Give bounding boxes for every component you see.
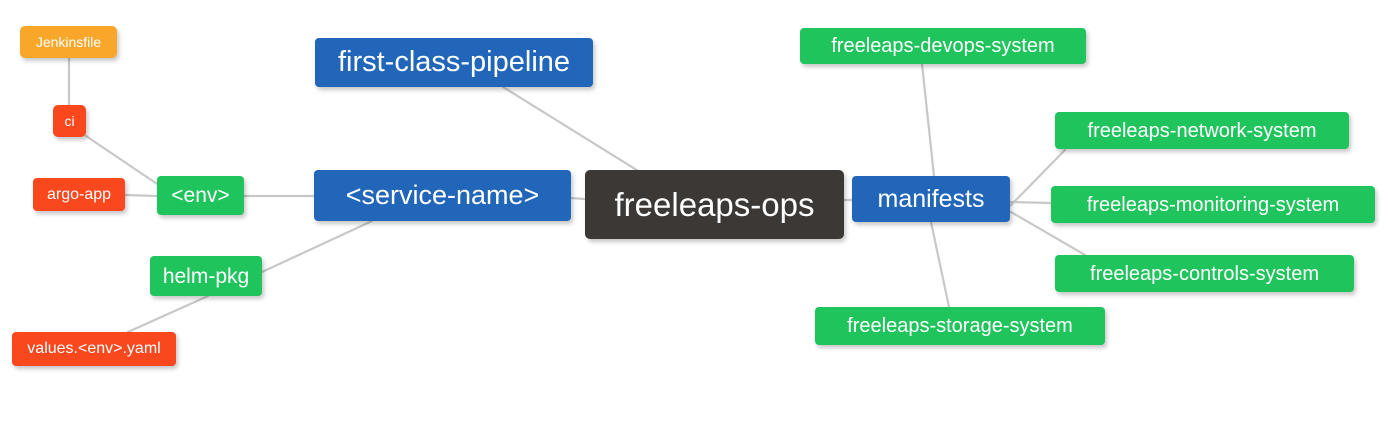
edge-argoapp-env — [123, 193, 159, 198]
node-freeleaps-controls-system[interactable]: freeleaps-controls-system — [1055, 255, 1354, 292]
node-label-freeleaps-devops-system: freeleaps-devops-system — [831, 35, 1055, 57]
node-label-freeleaps-controls-system: freeleaps-controls-system — [1090, 262, 1319, 285]
edge-pipeline-ops — [501, 85, 642, 174]
node-label-freeleaps-storage-system: freeleaps-storage-system — [847, 315, 1073, 337]
node-label-freeleaps-network-system: freeleaps-network-system — [1087, 119, 1317, 142]
node-label-jenkinsfile: Jenkinsfile — [35, 34, 102, 50]
node-service-name[interactable]: <service-name> — [314, 170, 571, 221]
node-freeleaps-devops-system[interactable]: freeleaps-devops-system — [800, 28, 1086, 64]
edge-values-helmpkg — [126, 294, 210, 334]
node-jenkinsfile[interactable]: Jenkinsfile — [20, 26, 117, 58]
node-helm-pkg[interactable]: helm-pkg — [150, 256, 262, 296]
edge-manifests-devops — [920, 62, 936, 178]
node-label-helm-pkg: helm-pkg — [162, 264, 250, 288]
edge-manifests-storage — [929, 220, 951, 309]
node-label-freeleaps-monitoring-system: freeleaps-monitoring-system — [1086, 193, 1340, 216]
node-label-service-name: <service-name> — [345, 180, 540, 210]
edge-manifests-monitoring — [1008, 200, 1053, 205]
node-label-env: <env> — [171, 184, 230, 207]
node-env[interactable]: <env> — [157, 176, 244, 215]
edge-helmpkg-service — [260, 219, 374, 274]
node-argo-app[interactable]: argo-app — [33, 178, 125, 211]
node-label-ci: ci — [64, 113, 75, 129]
node-label-values-env-yaml: values.<env>.yaml — [27, 340, 161, 357]
node-label-manifests: manifests — [877, 184, 985, 213]
node-freeleaps-ops-root[interactable]: freeleaps-ops — [585, 170, 844, 239]
node-freeleaps-monitoring-system[interactable]: freeleaps-monitoring-system — [1051, 186, 1375, 223]
node-ci[interactable]: ci — [53, 105, 86, 137]
node-freeleaps-storage-system[interactable]: freeleaps-storage-system — [815, 307, 1105, 345]
edge-service-ops — [569, 196, 587, 201]
node-manifests[interactable]: manifests — [852, 176, 1010, 222]
node-label-first-class-pipeline: first-class-pipeline — [337, 46, 571, 78]
node-label-freeleaps-ops: freeleaps-ops — [614, 186, 815, 223]
node-first-class-pipeline[interactable]: first-class-pipeline — [315, 38, 593, 87]
node-freeleaps-network-system[interactable]: freeleaps-network-system — [1055, 112, 1349, 149]
node-values-env-yaml[interactable]: values.<env>.yaml — [12, 332, 176, 366]
node-label-argo-app: argo-app — [46, 185, 112, 203]
